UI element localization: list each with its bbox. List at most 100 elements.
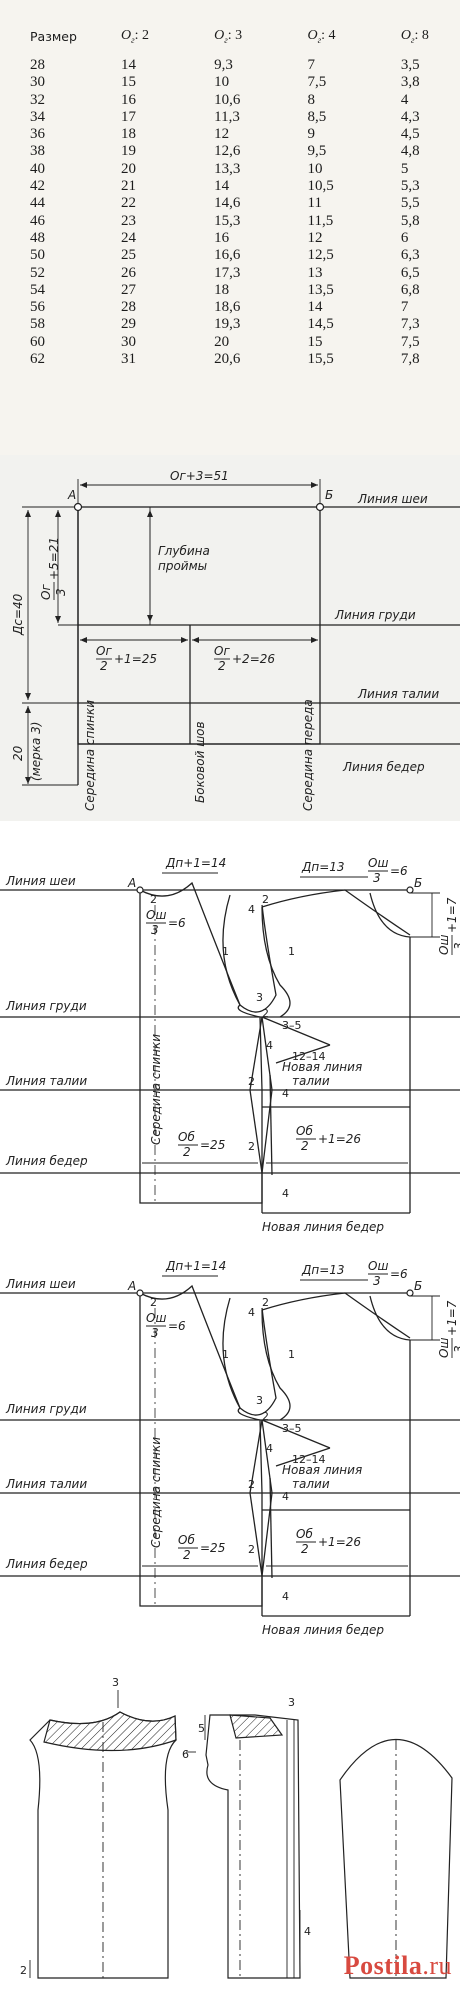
dart-upper — [261, 1016, 331, 1046]
dimension-mark: 2 — [262, 1007, 269, 1020]
label-side-seam: Боковой шов — [193, 721, 207, 803]
svg-text:2: 2 — [100, 659, 108, 673]
og-value-cell: 26 — [120, 264, 136, 281]
og-value-cell: 14 — [307, 299, 323, 316]
svg-text:+1=7: +1=7 — [445, 1300, 459, 1336]
og-value-cell: 12,6 — [214, 143, 241, 160]
front-side-seam — [261, 1419, 273, 1577]
size-cell: 62 — [30, 350, 45, 367]
label-dp-back: Дп+1=14 — [165, 856, 226, 870]
detail-mark-3b: 3 — [288, 1696, 295, 1709]
label-point-b: Б — [414, 1279, 422, 1293]
svg-text:=6: =6 — [168, 1319, 186, 1333]
og-value-cell: 9,3 — [214, 56, 233, 73]
back-armhole — [222, 1297, 277, 1416]
label-front-center: Середина переда — [301, 699, 315, 811]
point-a-marker — [73, 502, 83, 512]
front-shoulder — [261, 1292, 411, 1339]
back-side-seam — [249, 1016, 263, 1174]
og-value-cell: 18 — [120, 126, 136, 143]
size-cell: 38 — [30, 143, 45, 160]
svg-text:2: 2 — [301, 1139, 309, 1153]
point-a-marker — [136, 1289, 144, 1297]
og-value-cell: 20,6 — [214, 350, 241, 367]
svg-text:Ош: Ош — [146, 1311, 166, 1325]
label-chest-line: Линия груди — [5, 1402, 87, 1416]
og-value-cell: 14,6 — [214, 195, 241, 212]
detail-mark-2: 2 — [20, 1964, 27, 1977]
og-value-cell: 19,3 — [214, 316, 241, 333]
svg-text:Ог: Ог — [39, 584, 53, 600]
og-value-cell: 17,3 — [214, 264, 241, 281]
svg-text:Ош: Ош — [146, 908, 166, 922]
dimension-mark: 3 — [256, 1394, 263, 1407]
detail-pattern-panel: 3 6 5 3 4 2 Postila.ru — [0, 1660, 460, 1987]
og-value-cell: 18 — [214, 281, 230, 298]
og-value-cell: 16 — [120, 91, 136, 108]
og-value-cell: 5 — [400, 160, 409, 177]
og-value-cell: 31 — [120, 350, 136, 367]
og-value-cell: 4 — [400, 91, 409, 108]
dimension-mark: 2 — [262, 1296, 269, 1309]
label-waist-line: Линия талии — [357, 687, 439, 701]
size-cell: 40 — [30, 160, 45, 177]
label-point-a: А — [127, 1279, 136, 1293]
size-cell: 32 — [30, 91, 45, 108]
label-osh-back: Ош3=6 — [146, 1311, 186, 1340]
size-cell: 36 — [30, 126, 45, 143]
label-point-b: Б — [414, 876, 422, 890]
og-value-cell: 10 — [214, 74, 230, 91]
og-value-cell: 20 — [120, 160, 136, 177]
og-value-cell: 5,3 — [400, 178, 420, 195]
og-value-cell: 23 — [120, 212, 136, 229]
point-b-marker — [406, 1289, 414, 1297]
label-back-width: Ог 2 +1=25 — [96, 644, 157, 673]
front-yoke-hatched — [229, 1714, 284, 1739]
og-value-cell: 12,5 — [307, 247, 334, 264]
og-value-cell: 9 — [307, 126, 316, 143]
og-value-cell: 7,5 — [400, 333, 420, 350]
label-width-formula: Ог+3=51 — [170, 469, 229, 483]
og-value-cell: 3,8 — [400, 74, 420, 91]
og-value-cell: 10,5 — [307, 178, 334, 195]
og-value-cell: 9,5 — [307, 143, 327, 160]
dimension-mark: 12–14 — [292, 1050, 326, 1063]
svg-text:+1=7: +1=7 — [445, 897, 459, 933]
og-value-cell: 12 — [214, 126, 230, 143]
size-cell: 34 — [30, 108, 45, 125]
og-value-cell: 10,6 — [214, 91, 241, 108]
header-size: Размер — [30, 28, 77, 44]
label-point-b: Б — [325, 488, 333, 502]
label-og-third: Ог 3 +5=21 — [39, 537, 68, 600]
og-value-cell: 7,8 — [400, 350, 420, 367]
og-value-cell: 8,5 — [307, 108, 327, 125]
front-shoulder — [261, 889, 411, 936]
label-hips-line: Линия бедер — [5, 1154, 88, 1168]
dimension-mark: 2 — [248, 1140, 255, 1153]
og-value-cell: 6 — [400, 229, 409, 246]
size-table-header: Размер Ог: 2 Ог: 3 Ог: 4 Ог: 8 — [30, 28, 460, 57]
label-osh-back: Ош3=6 — [146, 908, 186, 937]
og-value-cell: 11,3 — [214, 108, 240, 125]
dimension-mark: 4 — [248, 903, 255, 916]
dimension-mark: 2 — [262, 1410, 269, 1423]
og-value-cell: 4,5 — [400, 126, 420, 143]
header-og-8: Ог: 8 — [400, 28, 429, 45]
size-cell: 50 — [30, 247, 45, 264]
svg-text:3: 3 — [373, 871, 381, 885]
dimension-mark: 4 — [248, 1306, 255, 1319]
svg-text:+2=26: +2=26 — [232, 652, 275, 666]
back-outline — [139, 1284, 263, 1607]
svg-text:2: 2 — [301, 1542, 309, 1556]
og-value-cell: 6,3 — [400, 247, 420, 264]
dimension-mark: 4 — [282, 1490, 289, 1503]
og-value-cell: 30 — [120, 333, 136, 350]
table-row: 36 18 12 9 4,5 — [30, 126, 460, 143]
